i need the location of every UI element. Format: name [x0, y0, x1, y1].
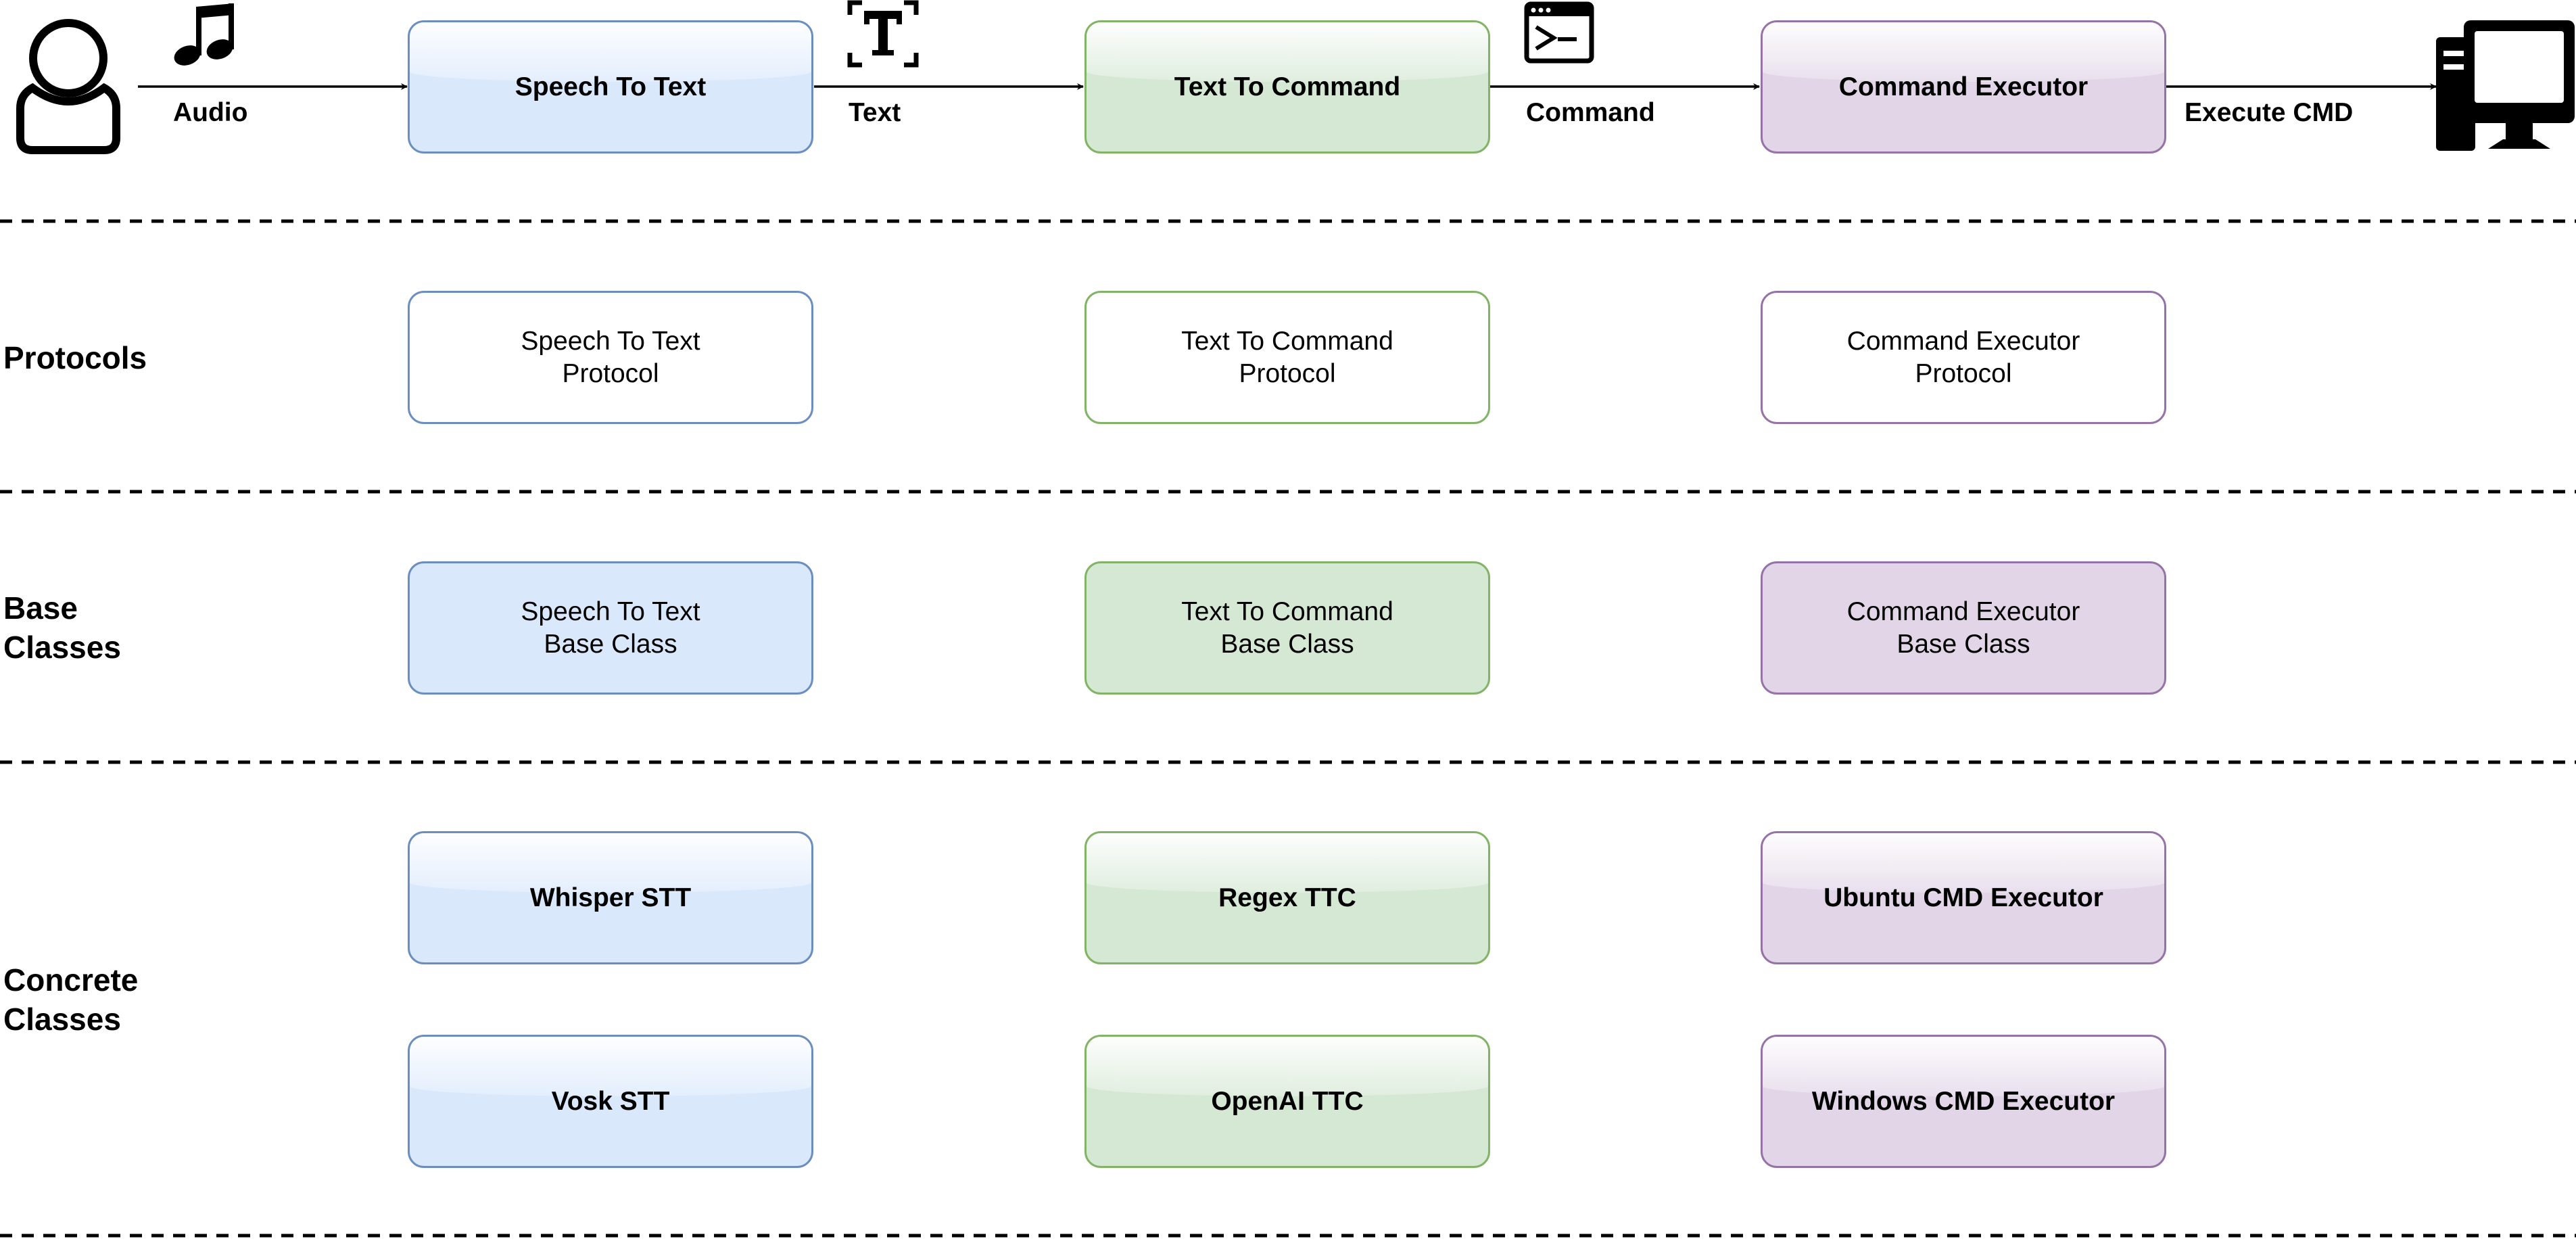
box-label: Ubuntu CMD Executor [1823, 883, 2103, 912]
protocol-speech-to-text[interactable]: Speech To Text Protocol [408, 291, 813, 424]
box-label: Whisper STT [529, 883, 692, 912]
base-class-text-to-command[interactable]: Text To Command Base Class [1084, 561, 1490, 695]
concrete-windows-cmd-executor[interactable]: Windows CMD Executor [1761, 1035, 2166, 1168]
base-class-speech-to-text[interactable]: Speech To Text Base Class [408, 561, 813, 695]
section-label-protocols: Protocols [3, 340, 147, 375]
protocol-text-to-command[interactable]: Text To Command Protocol [1084, 291, 1490, 424]
box-label: Speech To Text Protocol [521, 326, 700, 388]
concrete-whisper-stt[interactable]: Whisper STT [408, 831, 813, 964]
flow-label-command: Command [1526, 98, 1655, 127]
box-label: Command Executor Base Class [1846, 596, 2080, 659]
user-icon [16, 19, 120, 154]
text-icon [847, 0, 919, 68]
box-label: OpenAI TTC [1211, 1086, 1364, 1116]
text-icon-glyph [864, 11, 902, 55]
section-label-concrete-classes: Concrete Classes [3, 962, 139, 1037]
concrete-ubuntu-cmd-executor[interactable]: Ubuntu CMD Executor [1761, 831, 2166, 964]
stage-command-executor[interactable]: Command Executor [1761, 20, 2166, 154]
flow-label-execute-cmd: Execute CMD [2185, 98, 2354, 127]
concrete-vosk-stt[interactable]: Vosk STT [408, 1035, 813, 1168]
concrete-openai-ttc[interactable]: OpenAI TTC [1084, 1035, 1490, 1168]
concrete-regex-ttc[interactable]: Regex TTC [1084, 831, 1490, 964]
box-label: Text To Command Base Class [1181, 596, 1393, 659]
box-label: Vosk STT [551, 1086, 670, 1116]
box-label: Speech To Text Base Class [521, 596, 700, 659]
terminal-window-icon [1524, 1, 1594, 64]
section-label-base-classes: Base Classes [3, 590, 121, 665]
stage-label: Text To Command [1174, 72, 1401, 101]
stage-label: Speech To Text [515, 72, 707, 101]
flow-label-text: Text [849, 98, 901, 127]
box-label: Text To Command Protocol [1181, 326, 1393, 388]
desktop-computer-icon [2436, 20, 2575, 151]
stage-speech-to-text[interactable]: Speech To Text [408, 20, 813, 154]
flow-label-audio: Audio [173, 98, 248, 127]
stage-label: Command Executor [1838, 72, 2089, 101]
music-note-icon [174, 3, 234, 66]
box-label: Command Executor Protocol [1846, 326, 2080, 388]
box-label: Windows CMD Executor [1811, 1086, 2116, 1116]
stage-text-to-command[interactable]: Text To Command [1084, 20, 1490, 154]
protocol-command-executor[interactable]: Command Executor Protocol [1761, 291, 2166, 424]
box-label: Regex TTC [1218, 883, 1356, 912]
base-class-command-executor[interactable]: Command Executor Base Class [1761, 561, 2166, 695]
